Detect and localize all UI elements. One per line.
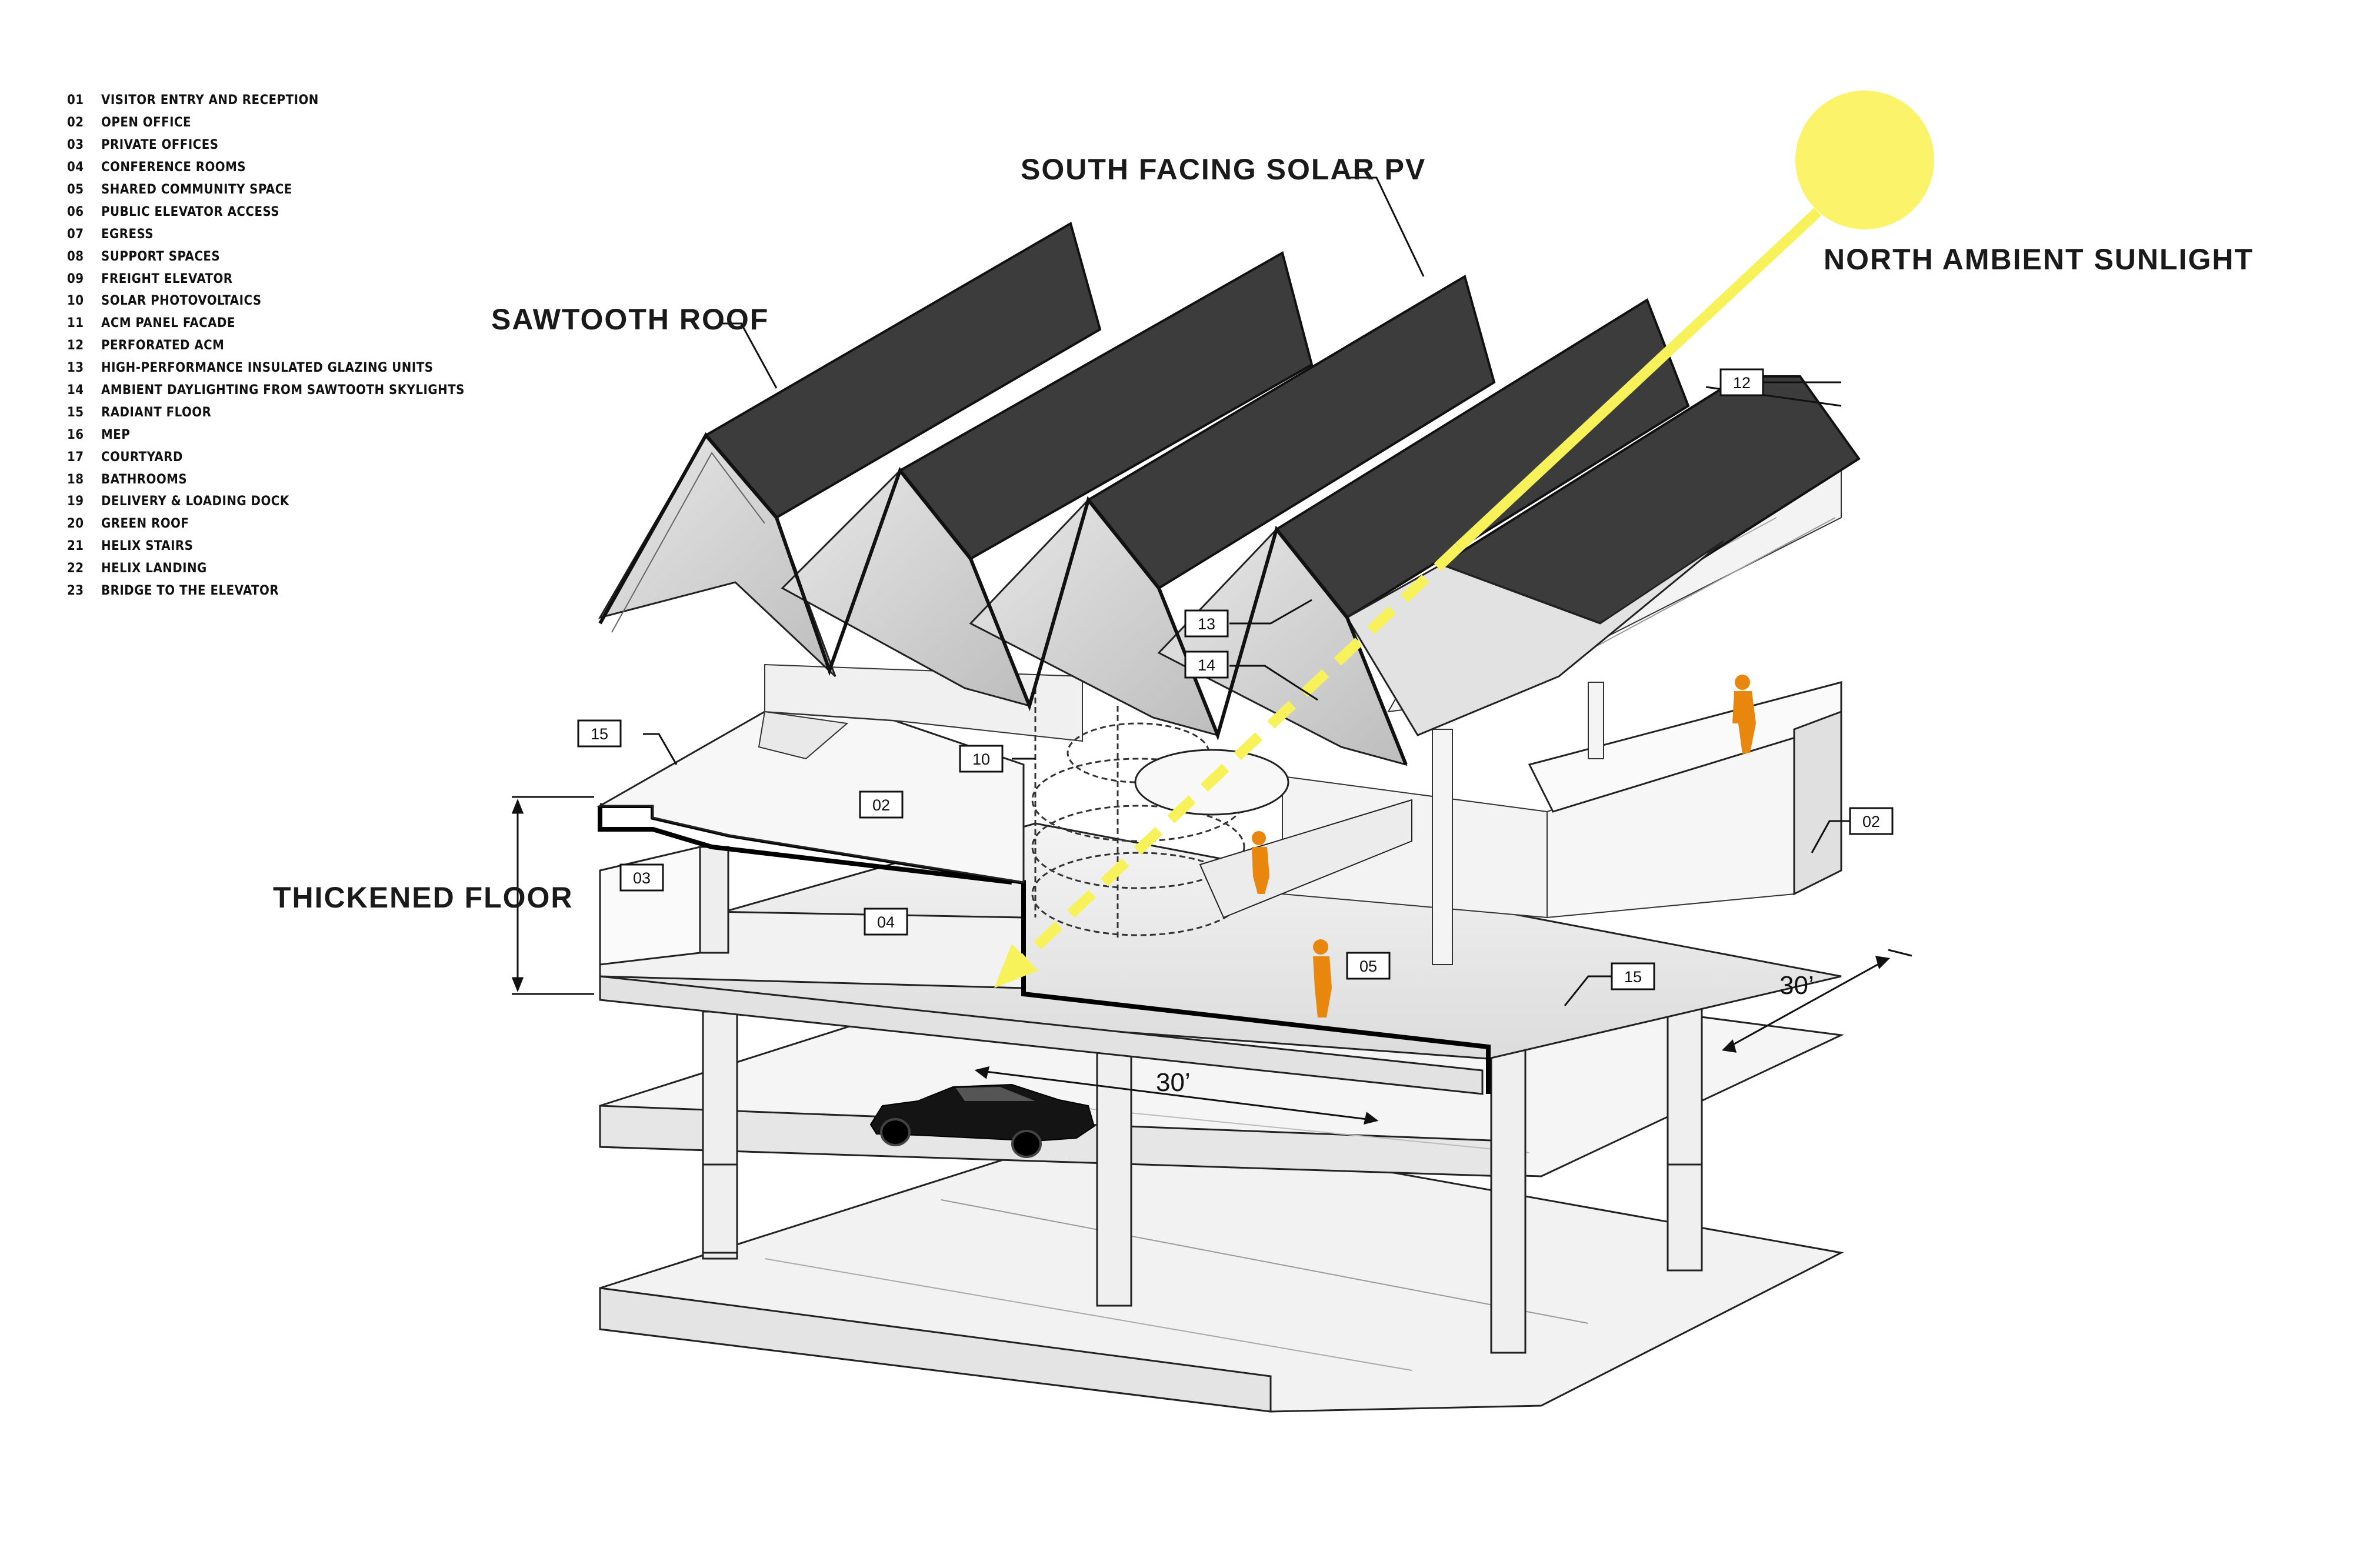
person-figure-icon (1732, 675, 1756, 754)
sunlight-ray-dashed (1019, 543, 1463, 963)
tag-15-right: 15 (1611, 962, 1655, 990)
callout-north-ambient-sunlight: NORTH AMBIENT SUNLIGHT (1824, 243, 2254, 276)
svg-text:02: 02 (872, 796, 890, 814)
bay-dimension-side (1721, 949, 1912, 1053)
tag-04: 04 (864, 908, 908, 936)
ground-slab (599, 1122, 1844, 1413)
svg-text:05: 05 (1359, 958, 1377, 975)
dimension-label-front: 30’ (1156, 1068, 1191, 1097)
sun-icon (1795, 91, 1934, 229)
office-floor-slab (599, 822, 1842, 1095)
svg-text:15: 15 (591, 725, 608, 743)
svg-text:02: 02 (1862, 813, 1880, 830)
svg-text:13: 13 (1198, 615, 1215, 633)
tag-03: 03 (619, 863, 664, 892)
callout-thickened-floor: THICKENED FLOOR (273, 881, 574, 914)
svg-text:12: 12 (1733, 374, 1751, 392)
callout-south-facing-solar-pv: SOUTH FACING SOLAR PV (1021, 153, 1426, 186)
sunlight-ray-solid (1455, 208, 1822, 551)
thickened-floor-dimension (511, 796, 594, 995)
svg-text:14: 14 (1198, 656, 1215, 674)
sunlight-arrowhead-icon (994, 944, 1038, 988)
person-figure-icon (1313, 939, 1332, 1017)
bay-dimension-front (974, 1066, 1379, 1125)
svg-text:04: 04 (877, 913, 895, 931)
tag-15-left: 15 (577, 719, 622, 748)
dimension-label-side: 30’ (1779, 971, 1814, 1000)
svg-text:03: 03 (633, 869, 651, 887)
tag-13: 13 (1184, 609, 1229, 638)
tag-02-left: 02 (859, 790, 904, 819)
sawtooth-roof (598, 221, 1861, 766)
tag-10: 10 (959, 745, 1004, 773)
tag-02-right: 02 (1849, 807, 1894, 835)
callout-sawtooth-roof: SAWTOOTH ROOF (491, 303, 769, 336)
conference-level-plate (599, 846, 1025, 989)
parked-car (869, 1083, 1095, 1158)
svg-text:15: 15 (1624, 968, 1642, 986)
mezzanine-slab (596, 710, 1025, 883)
tag-12: 12 (1719, 368, 1764, 396)
svg-text:10: 10 (972, 750, 990, 768)
tag-14: 14 (1184, 650, 1229, 679)
person-figure-icon (1252, 831, 1269, 894)
tag-05: 05 (1346, 952, 1391, 980)
